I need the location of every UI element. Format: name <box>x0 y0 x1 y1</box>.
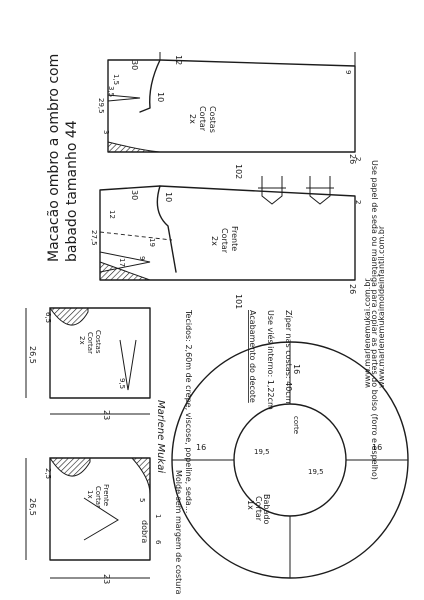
frente-top-name: Frente <box>102 484 110 506</box>
frente-measure-bottom: 26 <box>348 284 357 294</box>
costas-measure-m4: 1,5 <box>112 74 120 85</box>
frente-top-bottom: 23 <box>102 574 111 584</box>
no-seam-note: Molde sem margem de costura <box>174 470 183 595</box>
frente-top-height: 26,5 <box>28 498 37 516</box>
pattern-piece-babado: Babado Cortar 1x 16 16 16 19,5 19,5 cort… <box>171 341 409 579</box>
babado-name: Babado <box>262 494 271 524</box>
babado-qty: 1x <box>246 500 255 510</box>
frente-measure-length: 101 <box>234 294 243 309</box>
copy-note: Use papel de seda ou manteiga para copia… <box>370 160 379 480</box>
costas-measure-bottom: 26 <box>348 154 357 164</box>
costas-measure-m7: 2 <box>354 157 362 161</box>
frente-qty: 2x <box>210 236 219 246</box>
pattern-piece-costas: Costas Cortar 2x 30 12 102 26 9 29,5 3,5… <box>97 52 362 179</box>
frente-top-m5: 6 <box>154 540 162 545</box>
frente-top-fold: dobra <box>140 520 149 543</box>
costas-top-cut: Cortar <box>86 332 94 354</box>
zipper-note: Zíper nas costas: 40cm <box>284 310 293 404</box>
garment-sketch <box>258 176 334 205</box>
frente-top-cut: Cortar <box>94 486 102 508</box>
title-line-2: babado tamanho 44 <box>64 120 80 262</box>
babado-inner-radius-2: 19,5 <box>308 468 324 476</box>
frente-top-qty: 1x <box>86 490 94 499</box>
costas-top-dart: 9,5 <box>118 378 126 389</box>
pattern-piece-frente: Frente Cortar 2x 30 10 101 26 27,5 12 17… <box>90 185 362 309</box>
costas-measure-m2: 29,5 <box>97 98 105 114</box>
costas-qty: 2x <box>188 114 197 124</box>
websites-block: www.marlenemukai.com.br www.marlenemukai… <box>363 225 386 388</box>
title-block: Macacão ombro a ombro com babado tamanho… <box>46 54 80 262</box>
frente-top-m1: 2,5 <box>44 468 52 479</box>
lining-note: Use viés interno: 1,22cm <box>266 310 276 410</box>
pattern-piece-costas-top: Costas Cortar 2x 26,5 23 9,5 6,5 <box>25 307 151 420</box>
pattern-piece-frente-top: Frente Cortar 1x 26,5 23 2,5 5 1 6 dobra <box>25 457 162 584</box>
title-line-1: Macacão ombro a ombro com <box>46 54 62 262</box>
costas-measure-m5: 10 <box>156 92 165 102</box>
frente-measure-m6: 19 <box>148 238 156 247</box>
frente-top-m3: 5 <box>138 498 146 502</box>
frente-piece-name: Frente <box>230 226 239 251</box>
frente-cut-label: Cortar <box>220 228 229 254</box>
costas-measure-right: 12 <box>174 55 183 65</box>
babado-outer-radius-1: 16 <box>292 364 301 374</box>
website-2: www.marlenemukaimoldeinfantil.com.br <box>377 225 386 388</box>
frente-top-m4: 1 <box>154 514 162 518</box>
babado-cut: Cortar <box>254 496 263 522</box>
costas-measure-m3: 3,5 <box>107 86 115 97</box>
costas-piece-name: Costas <box>208 106 217 133</box>
babado-inner-radius-1: 19,5 <box>254 448 270 456</box>
frente-measure-m3: 17 <box>118 258 126 267</box>
babado-outer-radius-2: 16 <box>196 443 206 452</box>
costas-top-m2: 6,5 <box>44 312 52 323</box>
frente-measure-m5: 2 <box>354 200 362 204</box>
costas-top-qty: 2x <box>78 336 86 345</box>
babado-cut-line: corte <box>292 416 300 434</box>
costas-cut-label: Cortar <box>198 106 207 132</box>
costas-measure-m6: 3 <box>102 130 110 134</box>
costas-top-bottom: 23 <box>102 410 111 420</box>
frente-measure-m4: 9 <box>138 256 146 260</box>
frente-measure-right: 10 <box>164 192 173 202</box>
designer-signature: Marlene Mukai <box>155 400 166 473</box>
babado-outer-radius-3: 16 <box>372 443 382 452</box>
costas-top-height: 26,5 <box>28 346 37 364</box>
costas-measure-top: 30 <box>130 60 139 70</box>
no-seam-text: Molde sem margem de costura <box>174 470 183 595</box>
costas-measure-length: 102 <box>234 164 243 179</box>
finish-note: Acabamento do decote <box>248 310 257 403</box>
website-1: www.marlenemukai.com.br <box>363 278 372 388</box>
frente-measure-top: 30 <box>130 190 139 200</box>
costas-top-name: Costas <box>94 330 102 354</box>
notes-block: Tecidos: 2,60m de crepe, viscose, popeli… <box>184 160 379 513</box>
frente-measure-m1: 27,5 <box>90 230 98 246</box>
fabrics-note: Tecidos: 2,60m de crepe, viscose, popeli… <box>184 309 193 513</box>
costas-measure-m1: 9 <box>344 70 352 74</box>
frente-measure-m2: 12 <box>108 210 116 219</box>
